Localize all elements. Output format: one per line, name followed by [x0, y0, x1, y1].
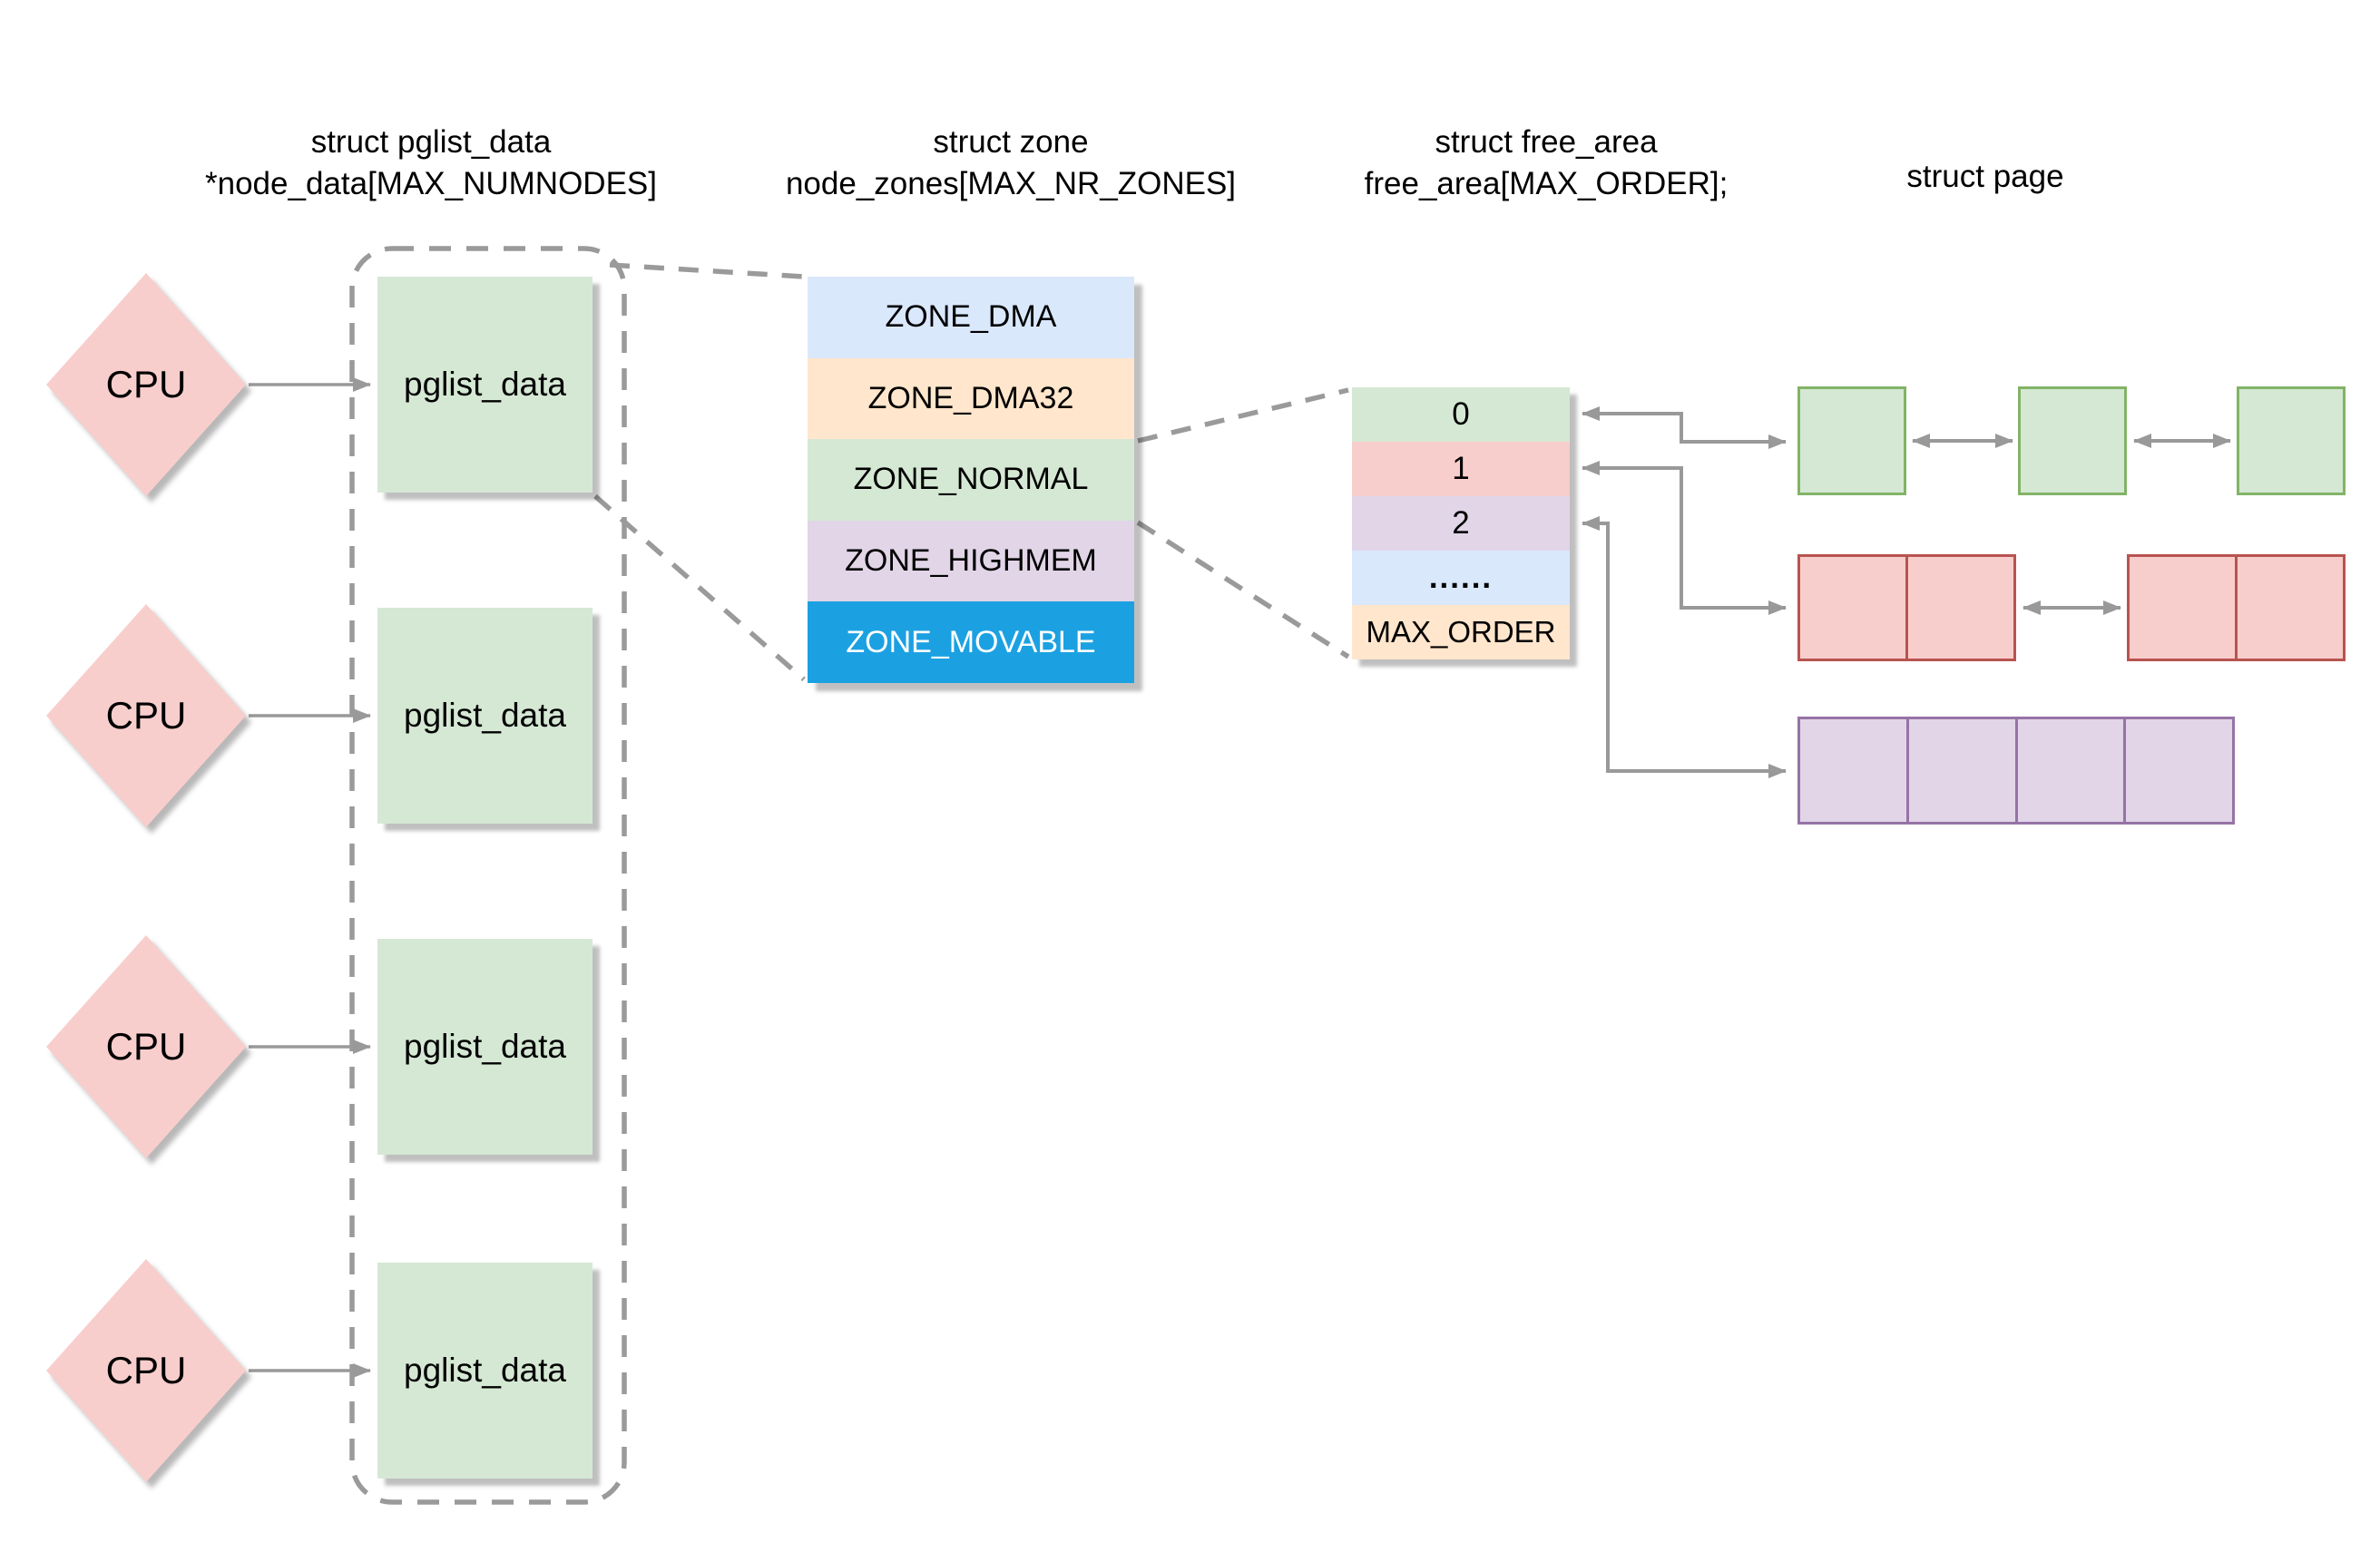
page-block-order1-1 [1797, 554, 2016, 661]
page-block-order1-2 [2127, 554, 2346, 661]
header-zone: struct zone node_zones[MAX_NR_ZONES] [716, 122, 1306, 205]
zone-row-movable: ZONE_MOVABLE [808, 601, 1134, 683]
cpu-label: CPU [105, 363, 187, 405]
pglist-data-label: pglist_data [404, 697, 566, 734]
header-pglist-data: struct pglist_data *node_data[MAX_NUMNOD… [122, 122, 739, 205]
zone-row-normal: ZONE_NORMAL [808, 439, 1134, 521]
freearea-order1-link [1582, 461, 1787, 615]
pglist-data-box-2: pglist_data [377, 608, 593, 824]
pglist-data-box-1: pglist_data [377, 277, 593, 493]
page-cell [1800, 389, 1904, 493]
page-cell [2238, 557, 2343, 659]
free-area-row-label: MAX_ORDER [1366, 615, 1556, 649]
page-cell [2239, 389, 2343, 493]
cpu-diamond-4: CPU [46, 1259, 246, 1482]
pglist-data-label: pglist_data [404, 1352, 566, 1389]
cpu-label: CPU [105, 1025, 187, 1068]
page-block-order0-1 [1797, 386, 1906, 495]
page-block-order0-2 [2018, 386, 2127, 495]
pglist-data-label: pglist_data [404, 1028, 566, 1065]
free-area-row-1: 1 [1352, 442, 1570, 496]
page-block-order2-1 [1797, 717, 2235, 825]
zone-row-dma32: ZONE_DMA32 [808, 357, 1134, 440]
header-free-area-line1: struct free_area [1435, 124, 1658, 160]
header-zone-line1: struct zone [933, 124, 1089, 160]
cpu-diamond-shape: CPU [46, 273, 246, 496]
zone-freearea-dash-bottom [1136, 520, 1350, 659]
zone-label: ZONE_NORMAL [853, 462, 1089, 497]
zone-label: ZONE_HIGHMEM [845, 543, 1097, 579]
pglist-data-label: pglist_data [404, 366, 566, 403]
cpu-label: CPU [105, 1349, 187, 1391]
free-area-row-label: 1 [1452, 451, 1470, 486]
page-cell [2018, 719, 2127, 822]
cpu-diamond-shape: CPU [46, 1259, 246, 1482]
free-area-row-2: 2 [1352, 496, 1570, 551]
page-cell [2126, 719, 2232, 822]
node-data-array-outline [349, 246, 627, 1505]
zone-label: ZONE_MOVABLE [846, 624, 1096, 659]
header-page-line1: struct page [1906, 159, 2064, 194]
header-page: struct page [1781, 156, 2189, 198]
page-cell [1800, 557, 1908, 659]
page-cell [2130, 557, 2238, 659]
pglist-data-box-4: pglist_data [377, 1263, 593, 1479]
zone-label: ZONE_DMA32 [867, 380, 1074, 415]
page-block-order0-3 [2237, 386, 2346, 495]
free-area-row-ellipsis: ...... [1352, 551, 1570, 605]
cpu-diamond-3: CPU [46, 935, 246, 1158]
freearea-order2-link [1582, 516, 1787, 778]
page-cell [1800, 719, 1909, 822]
cpu-diamond-1: CPU [46, 273, 246, 496]
page-cell [1909, 719, 2018, 822]
zone-row-highmem: ZONE_HIGHMEM [808, 520, 1134, 602]
free-area-row-label: 0 [1452, 396, 1470, 432]
zone-label: ZONE_DMA [885, 299, 1057, 335]
header-pglist-line1: struct pglist_data [310, 124, 552, 160]
header-free-area-line2: free_area[MAX_ORDER]; [1364, 166, 1729, 201]
free-area-row-label: 2 [1452, 505, 1470, 541]
cpu-label: CPU [105, 694, 187, 737]
cpu-diamond-shape: CPU [46, 604, 246, 827]
zone-freearea-dash-top [1137, 387, 1349, 444]
pglist-data-box-3: pglist_data [377, 939, 593, 1155]
zone-stack: ZONE_DMA ZONE_DMA32 ZONE_NORMAL ZONE_HIG… [808, 277, 1134, 683]
header-free-area: struct free_area free_area[MAX_ORDER]; [1292, 122, 1800, 205]
header-pglist-line2: *node_data[MAX_NUMNODES] [205, 166, 657, 201]
pglist-zone-dash-top [609, 262, 805, 279]
cpu-diamond-2: CPU [46, 604, 246, 827]
page-cell [2021, 389, 2124, 493]
freearea-order0-link [1582, 406, 1787, 449]
free-area-table: 0 1 2 ...... MAX_ORDER [1352, 387, 1570, 659]
free-area-row-0: 0 [1352, 387, 1570, 442]
page-cell [1908, 557, 2013, 659]
free-area-row-label: ...... [1428, 560, 1494, 595]
header-zone-line2: node_zones[MAX_NR_ZONES] [785, 166, 1237, 201]
free-area-row-max-order: MAX_ORDER [1352, 605, 1570, 659]
pglist-zone-dash-bottom [593, 493, 806, 682]
zone-row-dma: ZONE_DMA [808, 277, 1134, 358]
cpu-diamond-shape: CPU [46, 935, 246, 1158]
